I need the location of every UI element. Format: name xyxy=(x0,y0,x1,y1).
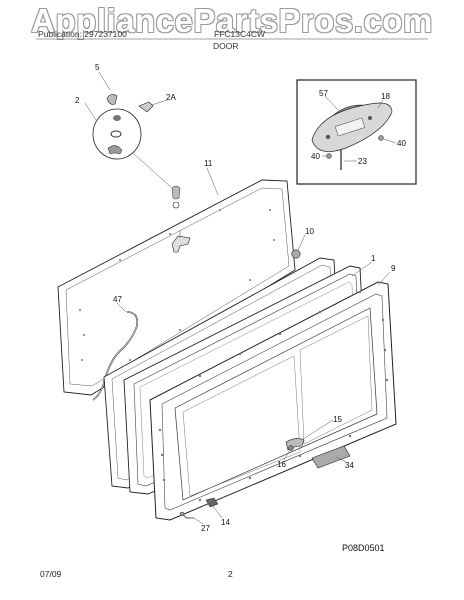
callout-57: 57 xyxy=(319,89,328,98)
callout-16: 16 xyxy=(277,460,286,469)
watermark-logo: AppliancePartsPros.com xyxy=(31,2,433,39)
footer-page-number: 2 xyxy=(228,569,233,579)
callout-9: 9 xyxy=(391,264,396,273)
screw-part-16 xyxy=(288,445,294,451)
diagram-code: P08D0501 xyxy=(342,543,385,553)
callout-18: 18 xyxy=(381,92,390,101)
handle-part-34 xyxy=(311,445,351,469)
footer-date: 07/09 xyxy=(40,569,62,579)
callout-14: 14 xyxy=(221,518,230,527)
handle-assembly xyxy=(283,419,351,469)
hinge-clip-part-2a xyxy=(138,101,154,113)
callout-15: 15 xyxy=(333,415,342,424)
callout-2a: 2A xyxy=(166,93,176,102)
callout-47: 47 xyxy=(113,295,122,304)
model-number: FFC13C4CW xyxy=(214,29,266,39)
publication-number: Publication: 297237100 xyxy=(38,29,127,39)
door-frame-part-9 xyxy=(149,261,397,521)
screw-part-40b xyxy=(378,135,384,141)
hinge-cap-part-5 xyxy=(106,94,118,105)
callout-40-left: 40 xyxy=(311,152,320,161)
callout-2: 2 xyxy=(75,96,80,105)
callout-27: 27 xyxy=(201,524,210,533)
lower-connector xyxy=(179,497,223,525)
outer-door-panel-part-11 xyxy=(57,167,296,396)
screw-part-40a xyxy=(326,153,332,159)
callout-5: 5 xyxy=(95,63,100,72)
hinge-assembly xyxy=(84,71,181,209)
wire-harness-part-47 xyxy=(92,302,139,401)
callout-1: 1 xyxy=(371,254,376,263)
callout-40-right: 40 xyxy=(397,139,406,148)
connector-part-14 xyxy=(205,497,219,508)
plug-part-10 xyxy=(291,249,301,259)
inset-control-panel xyxy=(296,79,417,185)
hinge-detail-circle-part-2 xyxy=(92,108,142,160)
callout-23: 23 xyxy=(358,157,367,166)
callout-11: 11 xyxy=(204,159,213,168)
section-title: DOOR xyxy=(213,41,239,51)
callout-34: 34 xyxy=(345,461,354,470)
callout-10: 10 xyxy=(305,227,314,236)
